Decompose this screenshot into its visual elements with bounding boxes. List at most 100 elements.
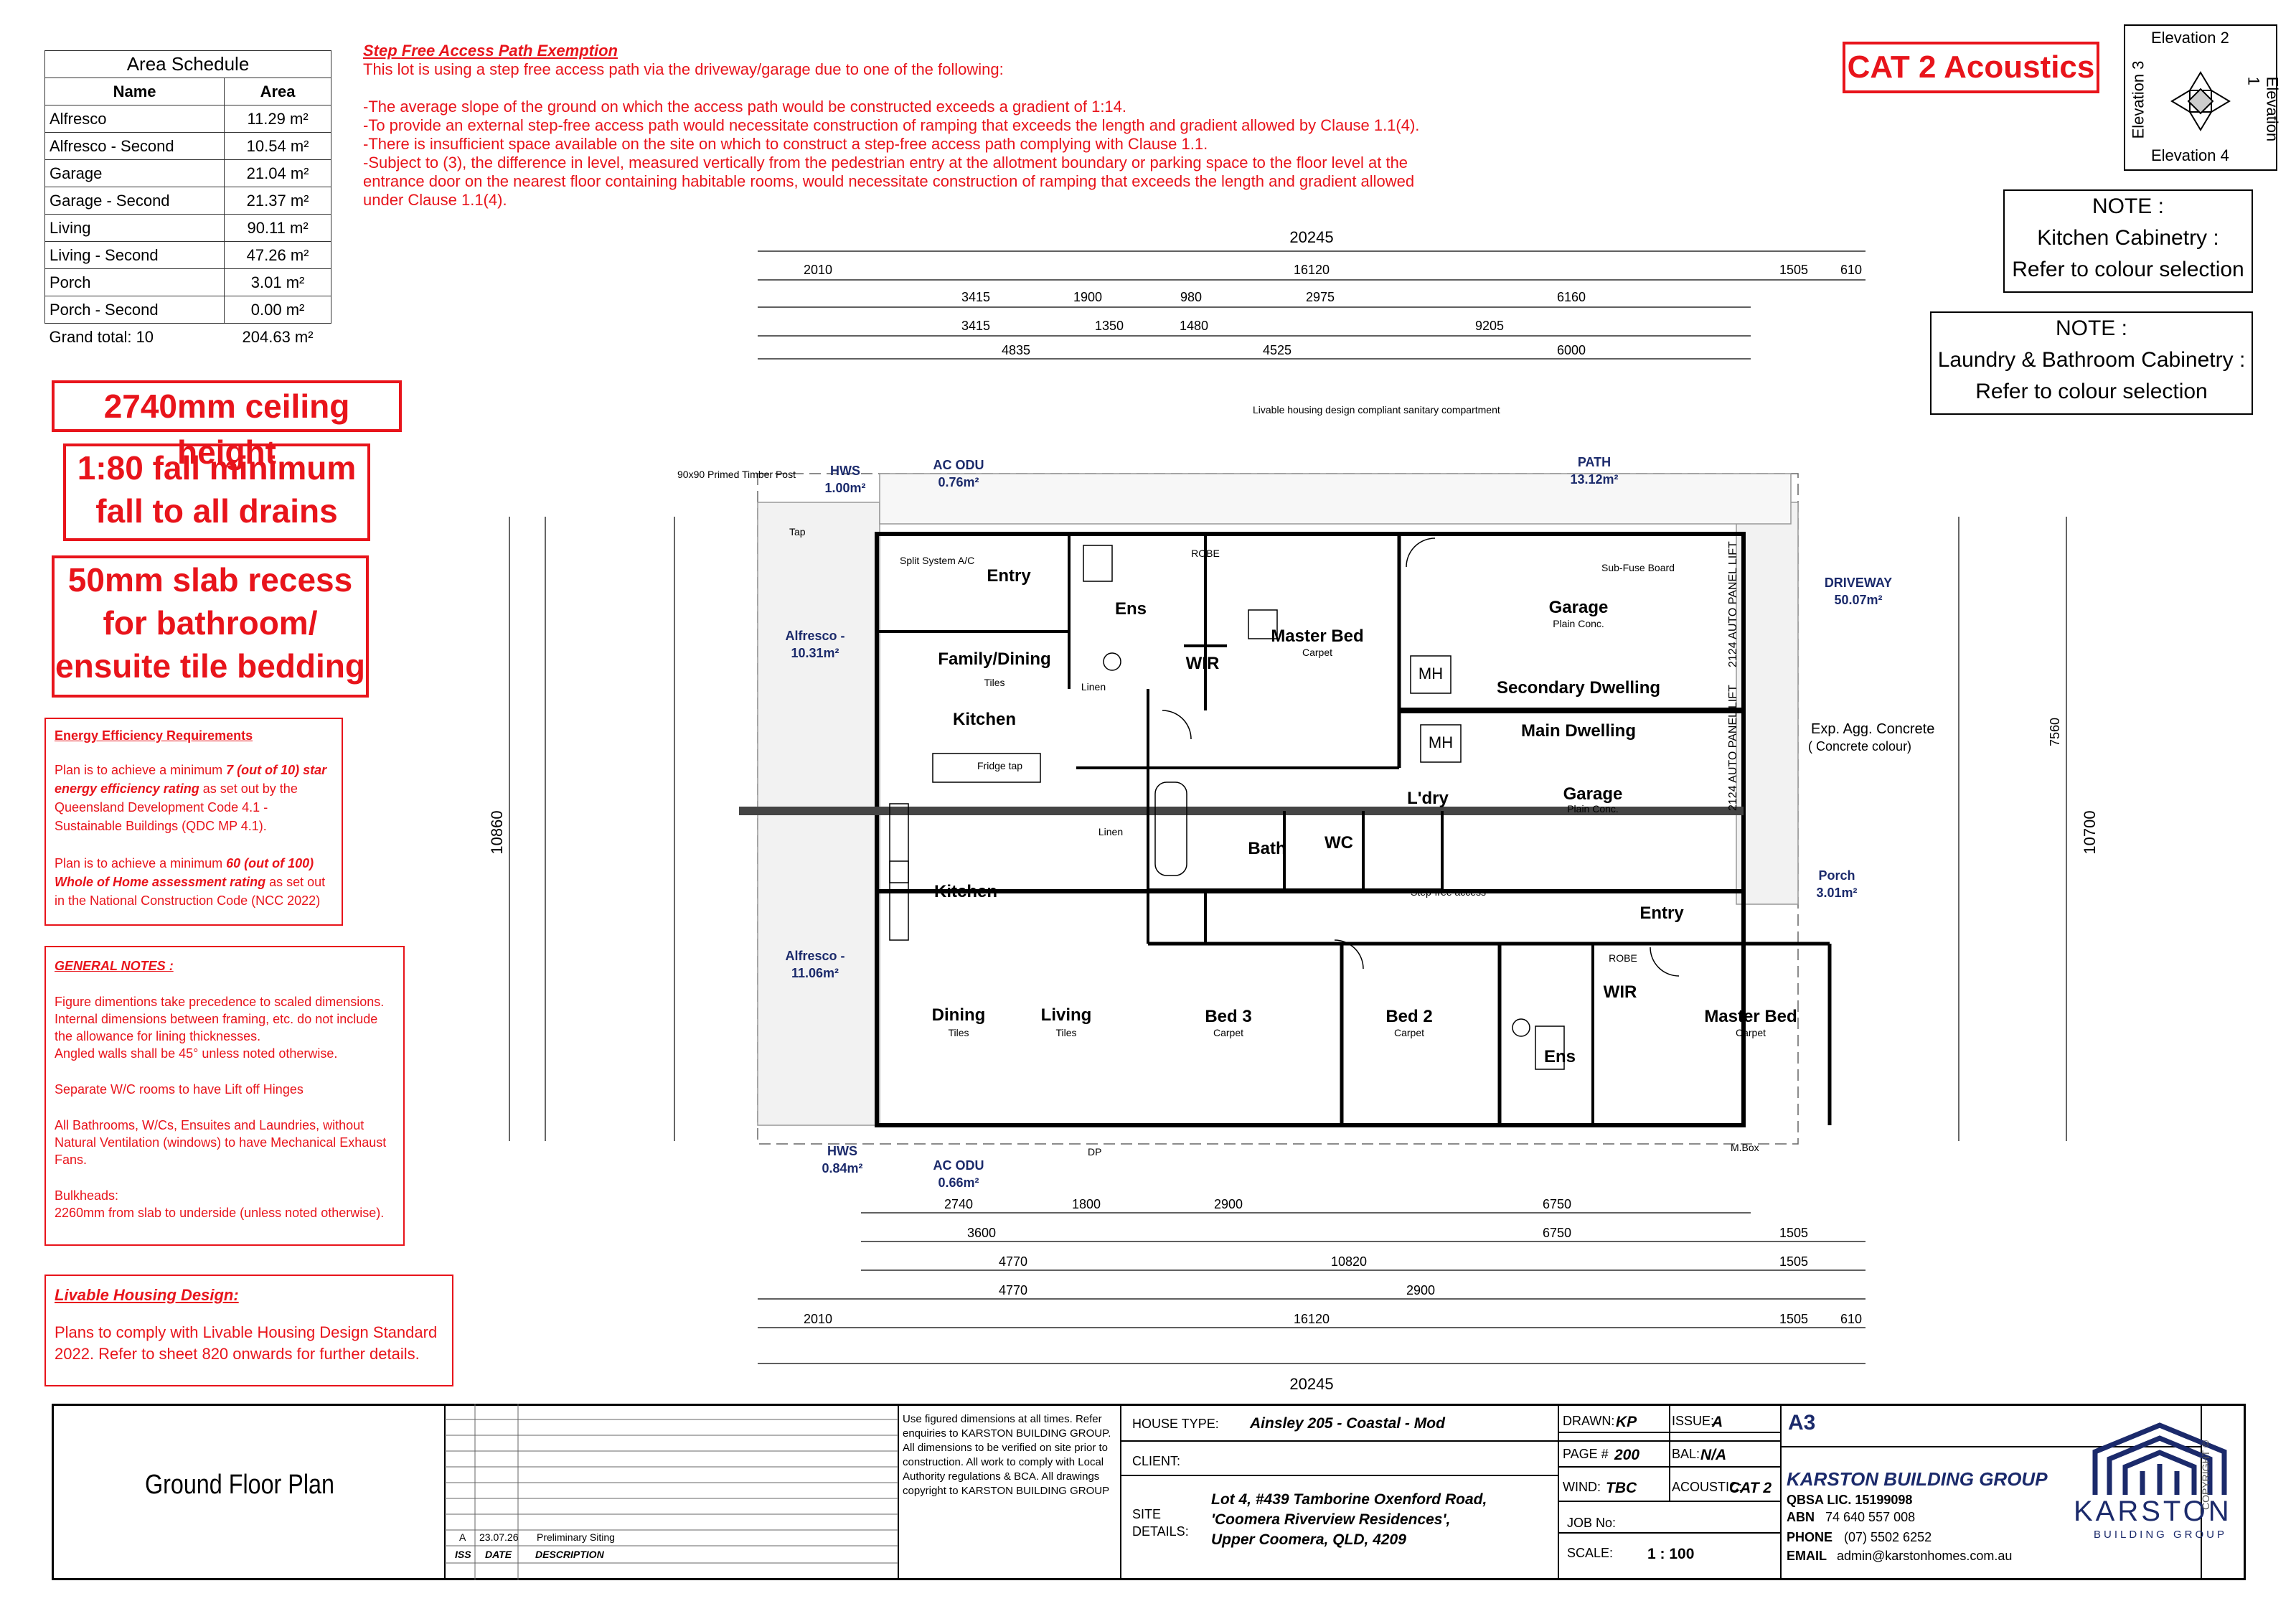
issue-value: A [1712, 1414, 1723, 1430]
drawn-label: DRAWN: [1563, 1414, 1615, 1428]
label-split-ac: Split System A/C [900, 555, 974, 566]
room-family-dining: Family/Dining [938, 649, 1050, 669]
dim-bot5-3: 610 [1840, 1312, 1862, 1326]
grand-total-label: Grand total: 10 [49, 327, 154, 346]
title-block [52, 1404, 2246, 1580]
room-ens-bottom: Ens [1544, 1047, 1576, 1066]
schedule-cell-name: Porch - Second [44, 296, 225, 324]
dim-top1-3: 610 [1840, 263, 1862, 277]
exemption-line: This lot is using a step free access pat… [363, 60, 1004, 78]
issue-label: ISSUE: [1672, 1414, 1715, 1428]
dim-bot2-9: 6750 [1543, 1226, 1571, 1240]
rev-date: 23.07.26 [479, 1531, 519, 1543]
dim-top1-0: 2010 [804, 263, 832, 277]
rev-desc: Preliminary Siting [537, 1531, 615, 1543]
finish-garage-top: Plain Conc. [1553, 618, 1604, 629]
dim-top3-7: 9205 [1475, 319, 1504, 333]
room-ens-top: Ens [1115, 599, 1147, 619]
area-schedule-title: Area Schedule [44, 50, 331, 78]
exemption-line: -To provide an external step-free access… [363, 116, 1420, 134]
room-garage-top: Garage [1549, 598, 1609, 617]
logo-wordmark: KARSTON [2074, 1496, 2232, 1527]
room-bath: Bath [1248, 839, 1286, 858]
schedule-cell-area: 3.01 m² [224, 268, 331, 296]
label-hws-top-area: 1.00m² [824, 481, 865, 495]
sheet-size: A3 [1788, 1411, 1816, 1435]
finish-master-bottom: Carpet [1736, 1027, 1766, 1038]
schedule-cell-area: 47.26 m² [224, 241, 331, 269]
abn-label: ABN [1787, 1510, 1815, 1524]
dim-bot4-4: 4770 [999, 1283, 1027, 1297]
finish-living: Tiles [1055, 1027, 1076, 1038]
drawn-value: KP [1616, 1414, 1637, 1430]
schedule-cell-area: 21.04 m² [224, 159, 331, 187]
dim-top1-1: 16120 [1294, 263, 1330, 277]
dim-bot5-2: 1505 [1779, 1312, 1808, 1326]
energy-p2: Plan is to achieve a minimum 60 (out of … [55, 856, 326, 908]
bal-value: N/A [1700, 1447, 1727, 1463]
label-acodu-bottom-area: 0.66m² [938, 1175, 979, 1190]
label-porch-area: 3.01m² [1816, 886, 1857, 900]
dim-bot3-3: 10820 [1331, 1254, 1367, 1269]
label-livable-sanitary: Livable housing design compliant sanitar… [1253, 404, 1500, 416]
floor-plan-drawing: 20245 20245 2010 16120 1505 610 3415 190… [488, 228, 2099, 1393]
schedule-cell-name: Alfresco - Second [44, 132, 225, 160]
note-kitchen-box: NOTE : Kitchen Cabinetry : Refer to colo… [2003, 189, 2253, 293]
energy-title: Energy Efficiency Requirements [55, 728, 253, 743]
dim-top1-2: 1505 [1779, 263, 1808, 277]
column-header-name: Name [44, 78, 225, 105]
email-label: EMAIL [1787, 1549, 1827, 1563]
dim-top2-4: 3415 [961, 290, 990, 304]
exemption-line: -There is insufficient space available o… [363, 135, 1208, 153]
exemption-line: -The average slope of the ground on whic… [363, 98, 1127, 116]
room-master-top: Master Bed [1271, 626, 1363, 646]
acoustic-value: CAT 2 [1729, 1480, 1772, 1496]
general-note-item: 2260mm from slab to underside (unless no… [55, 1206, 385, 1220]
step-free-exemption: Step Free Access Path Exemption This lot… [363, 42, 1676, 210]
elevation-compass-icon [2170, 71, 2231, 131]
label-step-free: Step-free access [1411, 886, 1486, 898]
label-acodu-top-area: 0.76m² [938, 475, 979, 489]
ceiling-height-badge: 2740mm ceiling height [52, 380, 402, 471]
dim-top4-5: 6000 [1557, 343, 1586, 357]
label-subfuse: Sub-Fuse Board [1601, 562, 1675, 573]
label-secondary-dwelling: Secondary Dwelling [1497, 678, 1660, 698]
elevation-2-label: Elevation 2 [2151, 29, 2229, 47]
label-timber-post: 90x90 Primed Timber Post [677, 469, 796, 480]
exemption-line: under Clause 1.1(4). [363, 191, 507, 209]
linen-top: Linen [1081, 681, 1106, 693]
label-acodu-bottom: AC ODU [933, 1158, 984, 1173]
label-path: PATH [1578, 455, 1611, 469]
rev-letter: A [459, 1531, 466, 1543]
linen-bottom: Linen [1098, 826, 1123, 837]
page-value: 200 [1614, 1447, 1640, 1463]
dim-top2-12: 6160 [1557, 290, 1586, 304]
robe-bottom: ROBE [1609, 952, 1637, 964]
dim-bot5-1: 16120 [1294, 1312, 1330, 1326]
dim-bot1-9: 6750 [1543, 1197, 1571, 1211]
label-alfresco-bottom-area: 11.06m² [791, 966, 839, 980]
dim-bot1-5: 2900 [1214, 1197, 1243, 1211]
rev-header-date: DATE [485, 1549, 512, 1560]
mh-top: MH [1418, 665, 1443, 682]
general-note-item: All Bathrooms, W/Cs, Ensuites and Laundr… [55, 1118, 387, 1167]
label-dp: DP [1088, 1146, 1101, 1158]
karston-logo-icon [2092, 1422, 2227, 1495]
livable-housing-box: Livable Housing Design: Plans to comply … [44, 1275, 453, 1386]
label-concrete-colour: ( Concrete colour) [1808, 739, 1911, 754]
note-kitchen-line2: Refer to colour selection [2012, 258, 2244, 281]
livable-body: Plans to comply with Livable Housing Des… [55, 1323, 438, 1363]
dim-top2-10: 2975 [1306, 290, 1335, 304]
label-auto-lift-bottom: 2124 AUTO PANEL LIFT [1727, 685, 1739, 811]
schedule-cell-name: Living [44, 214, 225, 242]
dim-top3-1: 3415 [961, 319, 990, 333]
client-label: CLIENT: [1132, 1454, 1181, 1468]
schedule-cell-name: Garage - Second [44, 187, 225, 215]
label-driveway-area: 50.07m² [1834, 593, 1882, 607]
